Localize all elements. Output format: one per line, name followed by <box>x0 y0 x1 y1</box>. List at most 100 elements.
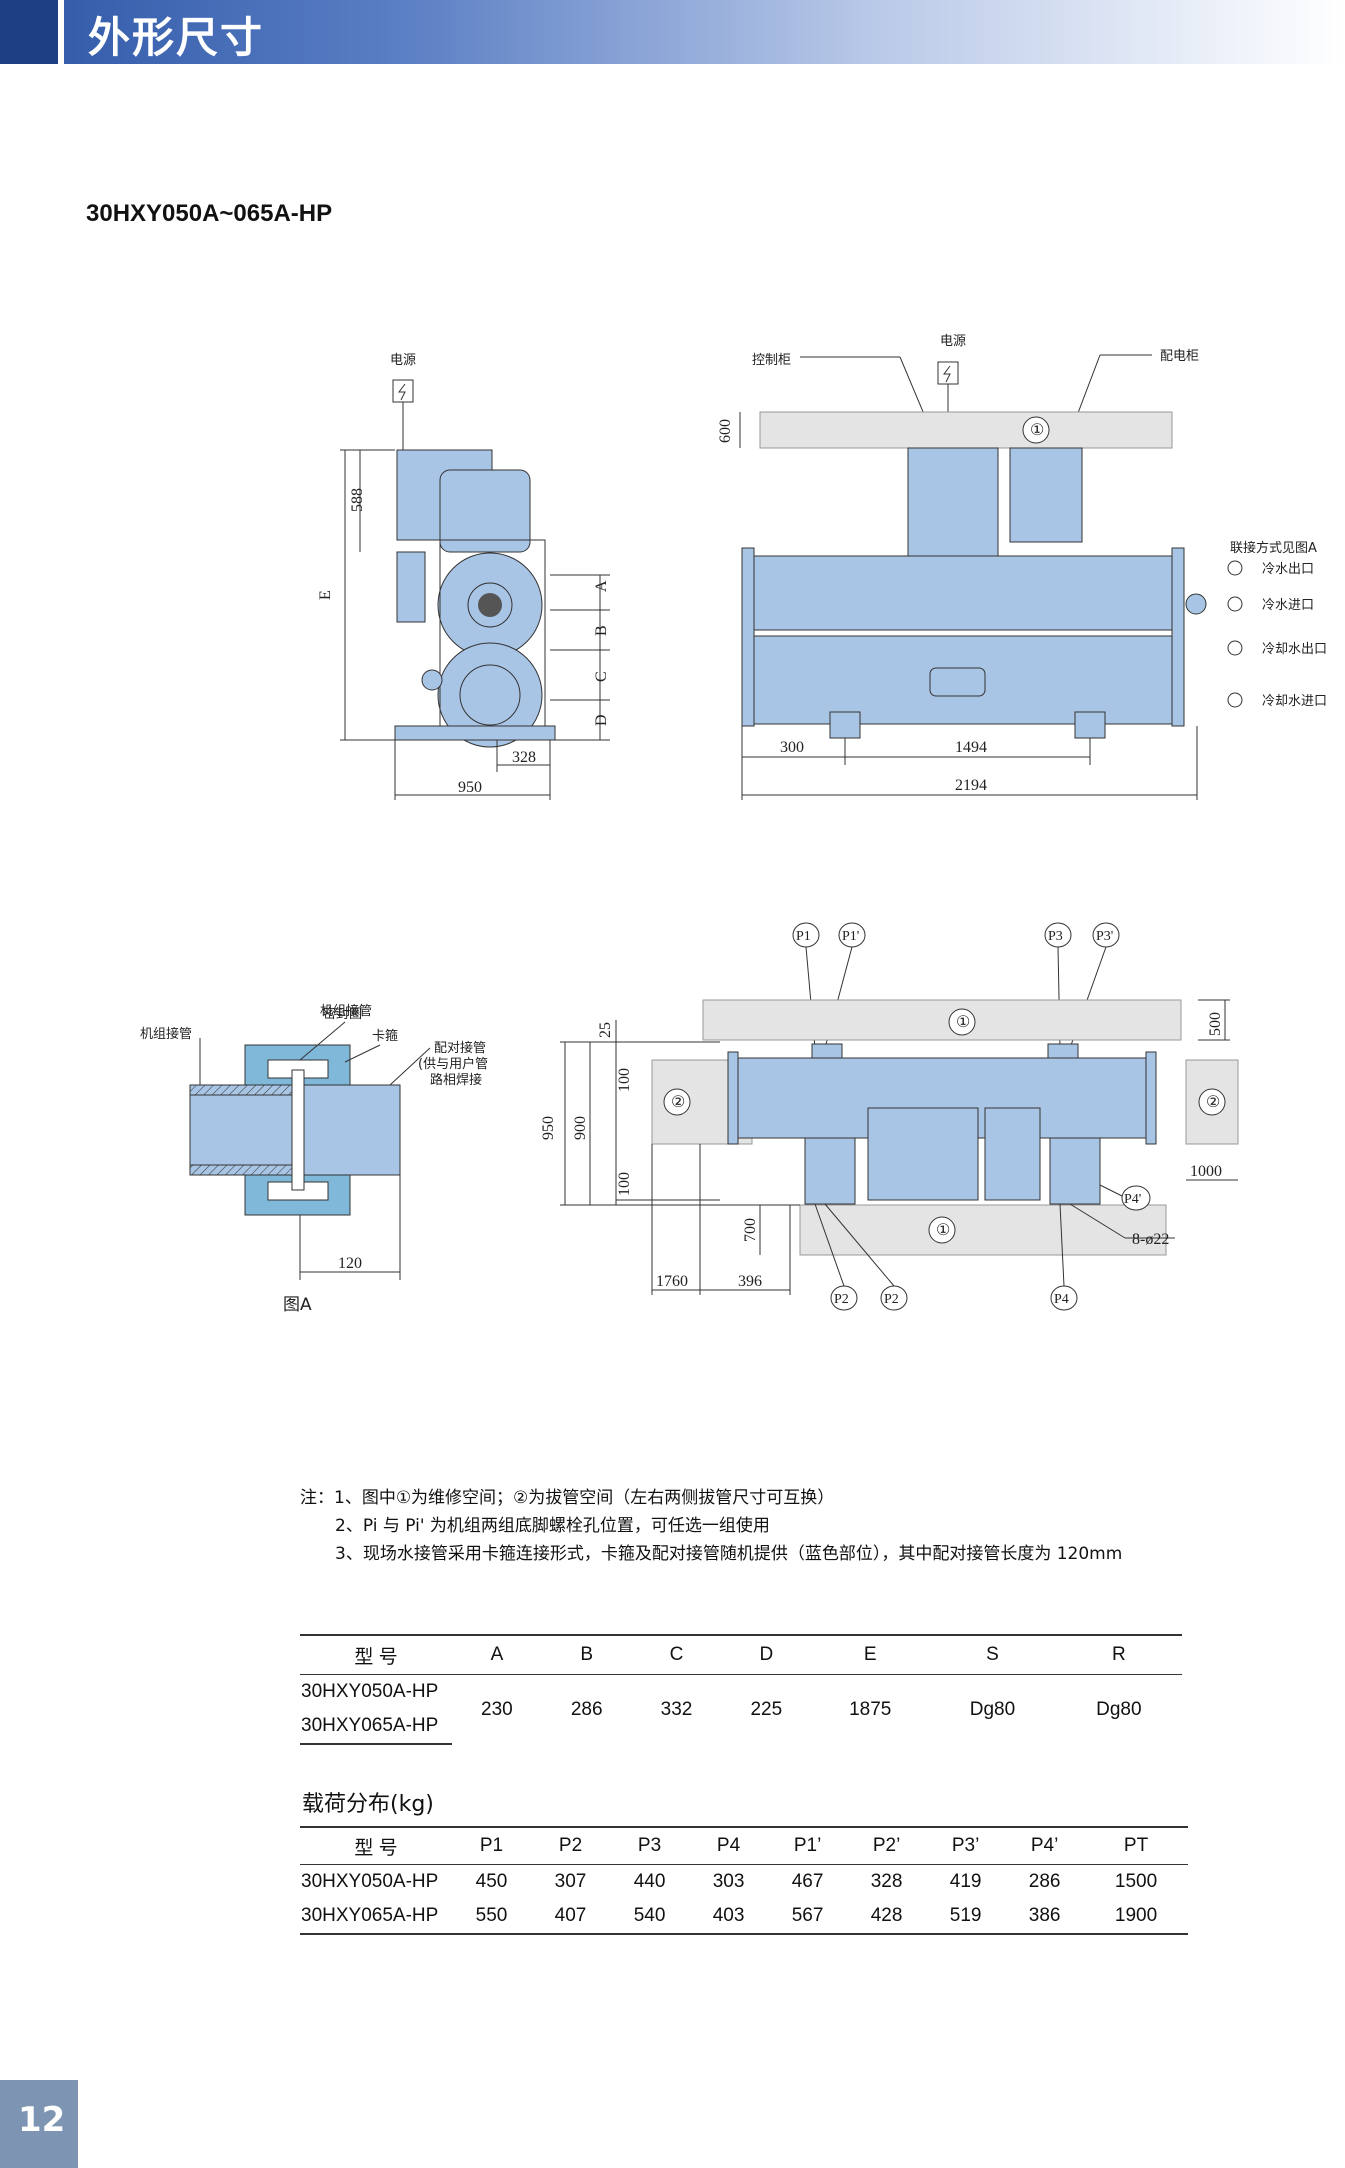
legend-cooling-out: 冷却水出口 <box>1262 642 1327 657</box>
figa-label-mating-pipe-3: 路相焊接 <box>430 1072 482 1088</box>
page-title: 外形尺寸 <box>88 13 265 62</box>
dim-950: 950 <box>458 779 482 796</box>
plan-p4-prime: P4' <box>1124 1192 1141 1207</box>
load-cell: 450 <box>475 1871 508 1892</box>
load-header-p1: P1 <box>452 1826 532 1865</box>
note-2: 2、Pi 与 Pi' 为机组两组底脚螺栓孔位置，可任选一组使用 <box>335 1516 770 1536</box>
dim-D: D <box>593 714 610 726</box>
spec-value-b: 286 <box>570 1698 603 1720</box>
dimension-table: 型 号 A B C D E S R 30HXY050A-HP 230 286 3… <box>300 1634 1182 1745</box>
load-cell: 567 <box>768 1899 848 1935</box>
load-header-p2: P2 <box>531 1826 611 1865</box>
figa-dim-120: 120 <box>338 1255 362 1272</box>
dim-plan-396: 396 <box>738 1273 762 1290</box>
spec-model-050: 30HXY050A-HP <box>301 1681 439 1702</box>
load-cell: 519 <box>926 1899 1006 1935</box>
note-1: 注：1、图中①为维修空间；②为拔管空间（左右两侧拔管尺寸可互换） <box>300 1488 835 1508</box>
figa-label-unit-pipe-2: 机组接管 <box>140 1026 192 1042</box>
page-number-tab: 12 <box>0 2080 78 2168</box>
figure-a: 机组接管 机组接管 密封圈 卡箍 配对接管 (供与用户管 路相焊接 120 图A <box>140 1003 488 1315</box>
header-accent-bar <box>0 0 58 64</box>
spec-value-a: 230 <box>481 1698 513 1720</box>
figa-label-clamp: 卡箍 <box>372 1028 398 1044</box>
legend-chilled-out: 冷水出口 <box>1262 562 1314 577</box>
plan-space-2-right: ② <box>1206 1094 1220 1111</box>
spec-header-b: B <box>541 1634 632 1675</box>
dim-C: C <box>593 671 610 682</box>
dim-E: E <box>317 590 334 600</box>
spec-value-d: 225 <box>750 1698 783 1720</box>
dim-plan-700: 700 <box>742 1218 759 1242</box>
spec-value-r: Dg80 <box>1096 1698 1142 1720</box>
plan-p4: P4 <box>1054 1292 1069 1307</box>
load-table-title: 载荷分布(kg) <box>302 1792 434 1817</box>
spec-header-c: C <box>631 1634 722 1675</box>
dim-300: 300 <box>780 739 804 756</box>
spec-header-d: D <box>721 1634 812 1675</box>
dim-plan-500: 500 <box>1207 1012 1224 1036</box>
load-cell: 540 <box>610 1899 690 1935</box>
legend-connection: 联接方式见图A <box>1230 540 1317 556</box>
spec-header-model: 型 号 <box>300 1634 452 1675</box>
dim-plan-100-bottom: 100 <box>616 1172 633 1196</box>
dim-plan-1000: 1000 <box>1190 1163 1222 1180</box>
side-view: 电源 E 588 A B C D 328 <box>317 353 610 800</box>
load-cell: 467 <box>791 1871 824 1892</box>
figure-a-caption: 图A <box>283 1295 312 1315</box>
dim-plan-950: 950 <box>540 1116 557 1140</box>
load-cell: 419 <box>949 1871 982 1892</box>
label-distribution-cabinet: 配电柜 <box>1160 349 1199 364</box>
spec-header-s: S <box>929 1634 1056 1675</box>
load-header-pt: PT <box>1084 1826 1188 1865</box>
spec-value-c: 332 <box>660 1698 693 1720</box>
load-table: 型 号 P1 P2 P3 P4 P1’ P2’ P3’ P4’ PT 30HXY… <box>300 1826 1188 1935</box>
load-cell: 1900 <box>1084 1899 1188 1935</box>
dim-A: A <box>593 580 610 592</box>
table-row: 30HXY065A-HP 550 407 540 403 567 428 519… <box>300 1899 1188 1935</box>
load-cell: 307 <box>554 1871 587 1892</box>
front-view: 控制柜 电源 配电柜 ① 600 联接方式见图A 冷水出口 <box>717 334 1327 800</box>
plan-space-1-bottom: ① <box>936 1222 950 1239</box>
dim-plan-25: 25 <box>597 1022 614 1038</box>
figa-label-unit-pipe: 机组接管 <box>320 1003 372 1019</box>
plan-p1: P1 <box>796 929 811 944</box>
figa-label-mating-pipe: 配对接管 <box>434 1040 486 1056</box>
load-cell: 1500 <box>1114 1871 1158 1892</box>
label-control-cabinet: 控制柜 <box>752 353 791 368</box>
plan-p1-prime: P1' <box>842 929 859 944</box>
plan-p2-b: P2 <box>884 1292 899 1307</box>
spec-header-a: A <box>452 1634 542 1675</box>
load-header-p4-prime: P4’ <box>1005 1826 1085 1865</box>
load-model: 30HXY050A-HP <box>301 1871 439 1892</box>
side-power-label: 电源 <box>390 353 416 368</box>
spec-value-e: 1875 <box>849 1698 892 1720</box>
load-model: 30HXY065A-HP <box>300 1899 452 1935</box>
dim-B: B <box>593 625 610 636</box>
load-header-p4: P4 <box>689 1826 769 1865</box>
load-header-p3: P3 <box>610 1826 690 1865</box>
plan-p3: P3 <box>1048 929 1063 944</box>
dim-1494: 1494 <box>955 739 987 756</box>
load-cell: 407 <box>531 1899 611 1935</box>
load-cell: 286 <box>1028 1871 1061 1892</box>
page-number: 12 <box>18 2100 66 2140</box>
plan-p2-a: P2 <box>834 1292 849 1307</box>
load-cell: 303 <box>712 1871 745 1892</box>
load-header-p3-prime: P3’ <box>926 1826 1006 1865</box>
figa-label-seal: 密封圈 <box>323 1006 362 1022</box>
spec-value-s: Dg80 <box>969 1698 1016 1720</box>
load-cell: 403 <box>689 1899 769 1935</box>
plan-bolt-note: 8-ø22 <box>1132 1231 1169 1248</box>
label-power: 电源 <box>940 334 966 349</box>
header-band <box>0 0 1345 64</box>
legend-cooling-in: 冷却水进口 <box>1262 694 1327 709</box>
spec-header-e: E <box>811 1634 930 1675</box>
plan-space-2-left: ② <box>671 1094 685 1111</box>
dim-2194: 2194 <box>955 777 987 794</box>
dimension-drawings: 电源 E 588 A B C D 328 <box>140 334 1327 1315</box>
load-header-model: 型 号 <box>300 1826 452 1865</box>
front-space-1: ① <box>1030 422 1044 439</box>
load-header-p1-prime: P1’ <box>768 1826 848 1865</box>
load-cell: 386 <box>1005 1899 1085 1935</box>
plan-p3-prime: P3' <box>1096 929 1113 944</box>
